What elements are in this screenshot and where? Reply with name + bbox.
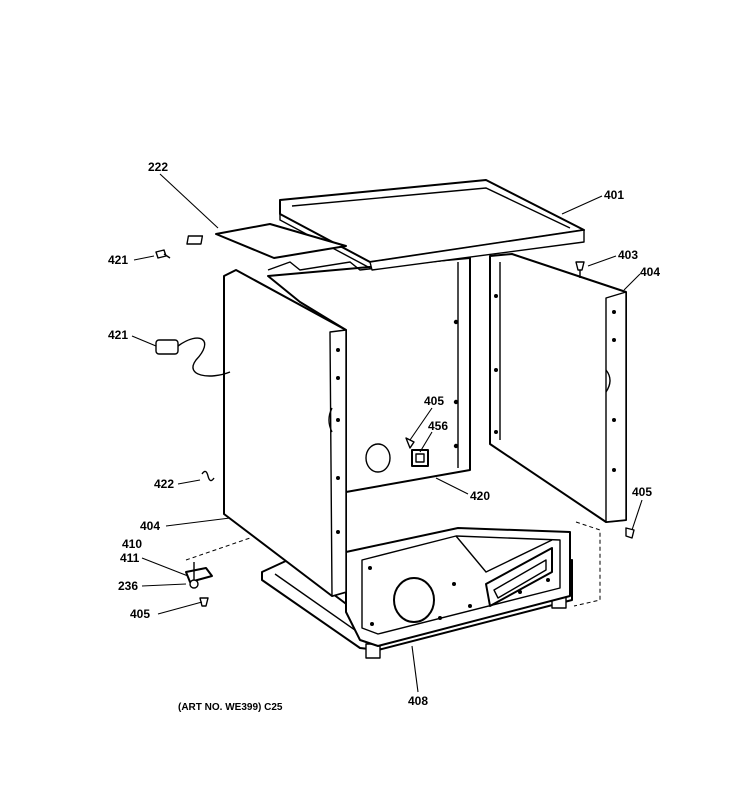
top-cover-401 [279,179,585,271]
callout-222: 222 [148,160,168,174]
screw-405-bottom [199,597,209,607]
callout-408: 408 [408,694,428,708]
leader-lines [131,173,643,693]
rear-bracket-222 [186,223,347,259]
callout-403: 403 [618,248,638,262]
callout-405-bottom: 405 [130,607,150,621]
leveling-leg-410-411-236 [185,562,213,589]
callout-420: 420 [470,489,490,503]
callout-421-cord: 421 [108,328,128,342]
callout-404-left: 404 [140,519,160,533]
alignment-line-left [185,537,251,561]
callout-422: 422 [154,477,174,491]
art-number-caption: (ART NO. WE399) C25 [178,702,283,713]
callout-410: 410 [122,537,142,551]
clip-422 [201,470,215,482]
left-side-panel-404 [223,269,347,597]
callout-411: 411 [120,551,140,565]
screw-403 [575,261,585,278]
callout-401: 401 [604,188,624,202]
callout-236: 236 [118,579,138,593]
callout-405-right: 405 [632,485,652,499]
screw-421-top [155,249,171,259]
right-side-panel-404 [489,253,627,523]
callout-405-clip: 405 [424,394,444,408]
alignment-line-right [573,521,601,607]
callout-421-screw: 421 [108,253,128,267]
front-bulkhead-408 [345,527,571,647]
callout-456: 456 [428,419,448,433]
screw-405-right [625,527,635,539]
part-456 [411,449,429,467]
callout-404-right: 404 [640,265,660,279]
power-cord-421 [155,337,231,377]
